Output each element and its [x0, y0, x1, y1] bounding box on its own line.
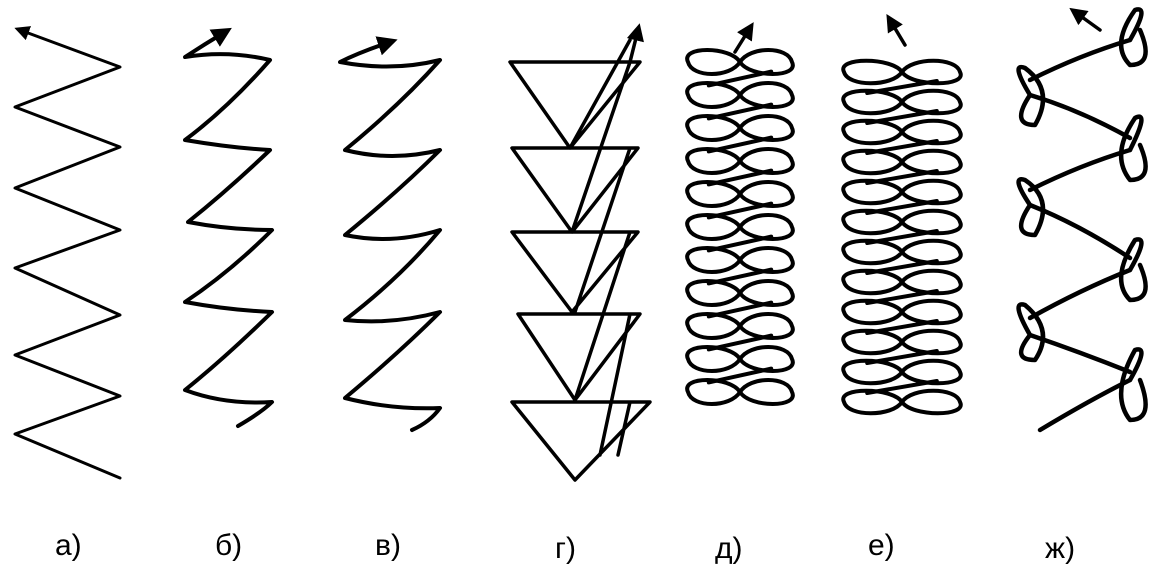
loop	[687, 281, 793, 305]
loop	[843, 151, 961, 174]
loop	[843, 391, 961, 414]
label-v: в)	[375, 529, 401, 562]
label-e: е)	[868, 529, 895, 562]
loop	[687, 182, 793, 206]
loop	[687, 347, 793, 371]
loop	[843, 301, 961, 324]
loop	[843, 211, 961, 234]
loop	[843, 181, 961, 204]
zigzag-line	[15, 30, 120, 478]
loop	[687, 215, 793, 239]
pattern-v-crescent-zigzag	[340, 42, 440, 430]
loop	[843, 91, 961, 114]
triangle-chain-arrow	[630, 30, 638, 62]
label-b: б)	[215, 529, 242, 562]
loop	[687, 314, 793, 338]
pattern-d-double-loops	[687, 28, 793, 404]
label-g: г)	[555, 532, 576, 565]
loop	[687, 380, 793, 404]
side-loop-chain	[1019, 9, 1146, 430]
pattern-e-double-loops	[843, 20, 961, 413]
loop	[843, 241, 961, 264]
loop	[843, 361, 961, 384]
pattern-g-triangle-chain	[510, 30, 650, 480]
triangle-chain-line	[510, 40, 650, 480]
loop	[843, 121, 961, 144]
loop-chain-e	[843, 61, 961, 414]
loop-chain-d-arrow	[735, 28, 750, 52]
crescent-zigzag-line	[340, 42, 440, 430]
pattern-a-zigzag	[15, 30, 120, 478]
pattern-b-curved-zigzag	[185, 32, 272, 426]
loop-chain-e-arrow	[890, 20, 905, 45]
pattern-zh-side-loops	[1019, 9, 1146, 430]
loop	[687, 50, 793, 74]
label-d: д)	[715, 532, 743, 565]
loop	[687, 149, 793, 173]
loop	[687, 248, 793, 272]
label-zh: ж)	[1045, 532, 1075, 565]
side-loop-arrow	[1075, 12, 1100, 30]
curved-zigzag-line	[185, 32, 272, 426]
loop	[687, 83, 793, 107]
loop	[687, 116, 793, 140]
loop	[843, 271, 961, 294]
label-a: а)	[55, 529, 82, 562]
loop-chain-d	[687, 50, 793, 404]
loop	[843, 331, 961, 354]
loop	[843, 61, 961, 84]
